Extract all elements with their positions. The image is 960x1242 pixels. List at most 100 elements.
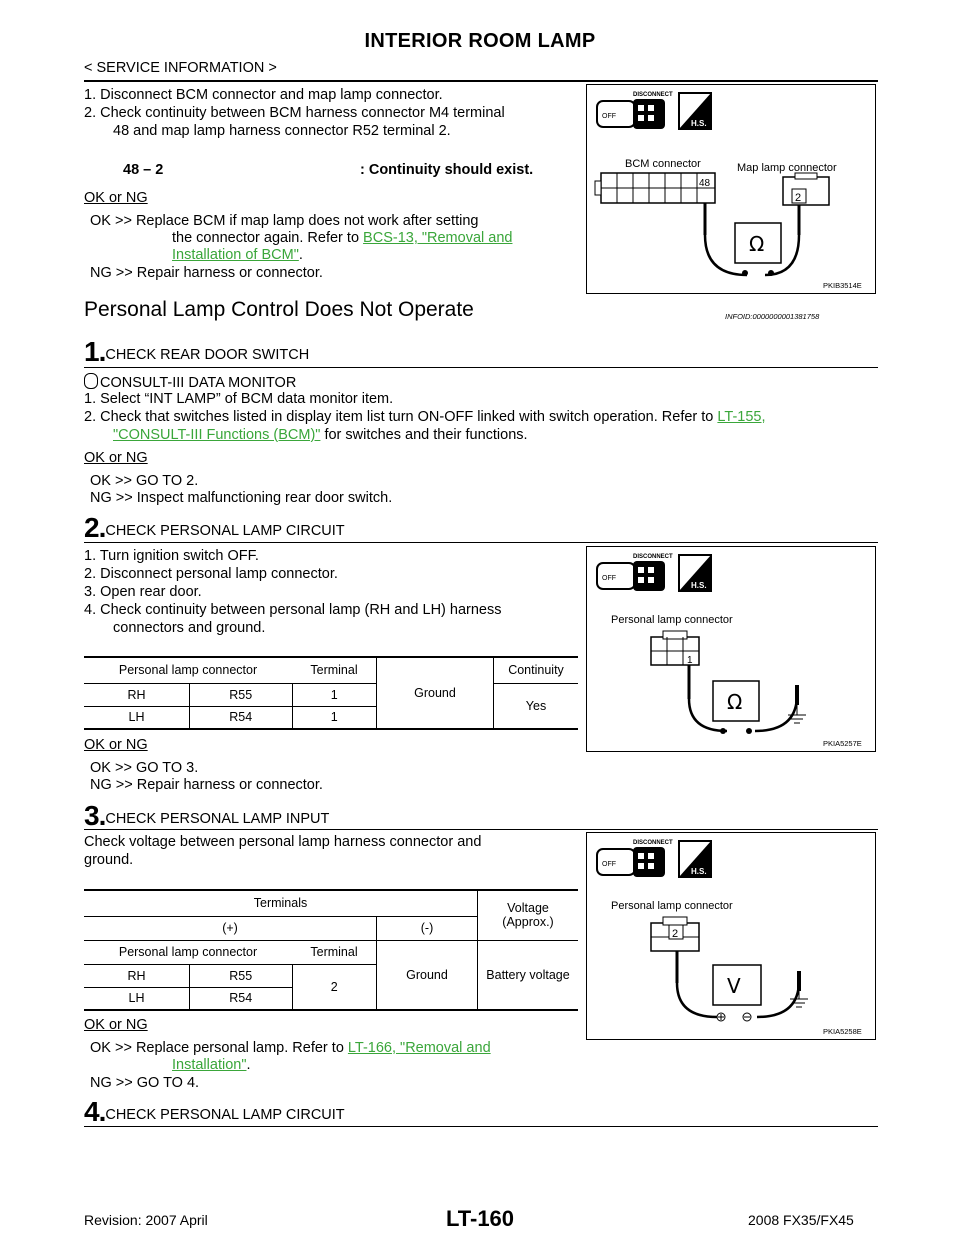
figure-id: PKIB3514E — [823, 281, 862, 290]
page-number: LT-160 — [445, 1206, 515, 1231]
svg-text:H.S.: H.S. — [691, 581, 707, 590]
step-2-line-2: 2. Disconnect personal lamp connector. — [84, 566, 338, 582]
svg-text:Map lamp connector: Map lamp connector — [737, 162, 837, 174]
th-connector: Personal lamp connector — [118, 663, 258, 678]
disconnect-icon — [596, 554, 712, 592]
section-title: Personal Lamp Control Does Not Operate — [84, 298, 474, 321]
figure-drawing: DISCONNECT OFF H.S. Personal lamp connec… — [596, 554, 806, 734]
ok-or-ng-heading: OK or NG — [84, 450, 148, 466]
svg-text:DISCONNECT: DISCONNECT — [633, 554, 673, 560]
step-1-line-2: 2. Check that switches listed in display… — [84, 409, 718, 425]
step-1-line-1: 1. Select “INT LAMP” of BCM data monitor… — [84, 391, 394, 407]
ok-or-ng-heading: OK or NG — [84, 1017, 148, 1033]
map-step-1: 1. Disconnect BCM connector and map lamp… — [84, 87, 443, 103]
personal-lamp-voltage-figure: DISCONNECT OFF H.S. Personal lamp connec… — [586, 832, 876, 1040]
svg-text:OFF: OFF — [602, 113, 616, 120]
consult-line: CONSULT-III DATA MONITOR — [84, 373, 296, 391]
step-3-line-1: Check voltage between personal lamp harn… — [84, 834, 482, 850]
svg-text:BCM connector: BCM connector — [625, 158, 701, 170]
map-step-2b: 48 and map lamp harness connector R52 te… — [113, 123, 451, 139]
spec-terminals: 48 – 2 — [123, 162, 164, 178]
svg-text:2: 2 — [795, 192, 801, 204]
svg-text:Personal lamp connector: Personal lamp connector — [611, 614, 733, 626]
consult-icon — [84, 373, 98, 389]
step-1-line-3: for switches and their functions. — [320, 427, 528, 443]
table-row: LH R54 1 — [84, 706, 578, 729]
period: . — [298, 247, 303, 263]
svg-text:Personal lamp connector: Personal lamp connector — [611, 900, 733, 912]
svg-text:1: 1 — [687, 655, 693, 666]
svg-text:V: V — [727, 974, 741, 998]
table-row: RH R55 2 — [84, 964, 578, 1010]
th-voltage: Voltage(Approx.) — [502, 901, 554, 930]
step-2-ok: OK >> GO TO 3. — [90, 760, 199, 776]
td-yes: Yes — [525, 698, 547, 713]
step-2-rule — [84, 542, 878, 543]
installation-link[interactable]: Installation" — [172, 1057, 247, 1073]
step-3-ng: NG >> GO TO 4. — [90, 1075, 200, 1091]
svg-text:OFF: OFF — [602, 861, 616, 868]
step-2-line-4a: 4. Check continuity between personal lam… — [84, 602, 502, 618]
figure-drawing: DISCONNECT OFF H.S. BCM connector Map la… — [594, 92, 837, 277]
svg-text:H.S.: H.S. — [691, 867, 707, 876]
svg-text:DISCONNECT: DISCONNECT — [633, 840, 673, 846]
step-2-line-1: 1. Turn ignition switch OFF. — [84, 548, 259, 564]
step-3-ok: OK >> Replace personal lamp. Refer to — [90, 1040, 348, 1056]
ok-or-ng-heading: OK or NG — [84, 737, 148, 753]
ok-or-ng-heading: OK or NG — [84, 190, 148, 206]
bcm-install-link[interactable]: Installation of BCM" — [172, 247, 299, 263]
bcm-map-lamp-figure: DISCONNECT OFF H.S. BCM connector Map la… — [586, 84, 876, 294]
svg-text:H.S.: H.S. — [691, 119, 707, 128]
th-connector: Personal lamp connector — [118, 945, 258, 959]
disconnect-icon — [596, 840, 712, 878]
svg-text:48: 48 — [699, 178, 711, 189]
page-title: INTERIOR ROOM LAMP — [364, 30, 596, 52]
th-terminal: Terminal — [292, 657, 377, 683]
map-step-2a: 2. Check continuity between BCM harness … — [84, 105, 505, 121]
step-1-ok: OK >> GO TO 2. — [90, 473, 199, 489]
svg-text:OFF: OFF — [602, 575, 616, 582]
step-2-heading: 2.CHECK PERSONAL LAMP CIRCUIT — [84, 512, 345, 543]
th-minus: (-) — [376, 916, 478, 940]
model-label: 2008 FX35/FX45 — [748, 1212, 854, 1228]
continuity-table: Personal lamp connector Terminal Ground … — [84, 656, 578, 730]
step-1-ng: NG >> Inspect malfunctioning rear door s… — [90, 490, 393, 506]
personal-lamp-continuity-figure: DISCONNECT OFF H.S. Personal lamp connec… — [586, 546, 876, 752]
td-battery: Battery voltage — [486, 967, 570, 982]
th-terminal: Terminal — [292, 940, 377, 964]
td-ground: Ground — [376, 940, 478, 1010]
th-terminals: Terminals — [84, 890, 478, 916]
map-ok-line2: the connector again. Refer to — [172, 230, 364, 246]
figure-id: PKIA5257E — [823, 739, 862, 748]
step-3-line-2: ground. — [84, 852, 134, 868]
svg-text:2: 2 — [672, 928, 678, 940]
step-4-heading: 4.CHECK PERSONAL LAMP CIRCUIT — [84, 1096, 345, 1127]
svg-text:Ω: Ω — [749, 232, 764, 256]
th-plus: (+) — [84, 916, 377, 940]
svg-text:Ω: Ω — [727, 690, 742, 714]
voltage-table: Terminals Voltage(Approx.) (+) (-) Perso… — [84, 889, 578, 1011]
service-info-label: < SERVICE INFORMATION > — [84, 60, 277, 76]
step-1-heading: 1.CHECK REAR DOOR SWITCH — [84, 336, 310, 367]
figure-drawing: DISCONNECT OFF H.S. Personal lamp connec… — [596, 840, 808, 1022]
bcs-13-link[interactable]: BCS-13, "Removal and — [363, 230, 513, 246]
table-row: RH R55 1 Yes — [84, 683, 578, 713]
step-2-ng: NG >> Repair harness or connector. — [90, 777, 323, 793]
step-3-heading: 3.CHECK PERSONAL LAMP INPUT — [84, 800, 330, 831]
td-ground: Ground — [376, 657, 494, 729]
step-1-rule — [84, 367, 878, 368]
consult-functions-link[interactable]: "CONSULT-III Functions (BCM)" — [113, 427, 321, 443]
info-id: INFOID:0000000001381758 — [725, 312, 820, 321]
spec-result: : Continuity should exist. — [360, 162, 534, 178]
revision-label: Revision: 2007 April — [84, 1212, 208, 1228]
lt-166-link[interactable]: LT-166, "Removal and — [347, 1040, 491, 1056]
step-2-line-4b: connectors and ground. — [113, 620, 266, 636]
step-2-line-3: 3. Open rear door. — [84, 584, 202, 600]
figure-id: PKIA5258E — [823, 1027, 862, 1036]
step-3-rule — [84, 829, 878, 830]
svg-text:DISCONNECT: DISCONNECT — [633, 92, 673, 98]
lt-155-link[interactable]: LT-155, — [717, 409, 766, 425]
step-4-rule — [84, 1126, 878, 1127]
header-rule — [84, 80, 878, 82]
map-ok-line: OK >> Replace BCM if map lamp does not w… — [90, 213, 479, 229]
